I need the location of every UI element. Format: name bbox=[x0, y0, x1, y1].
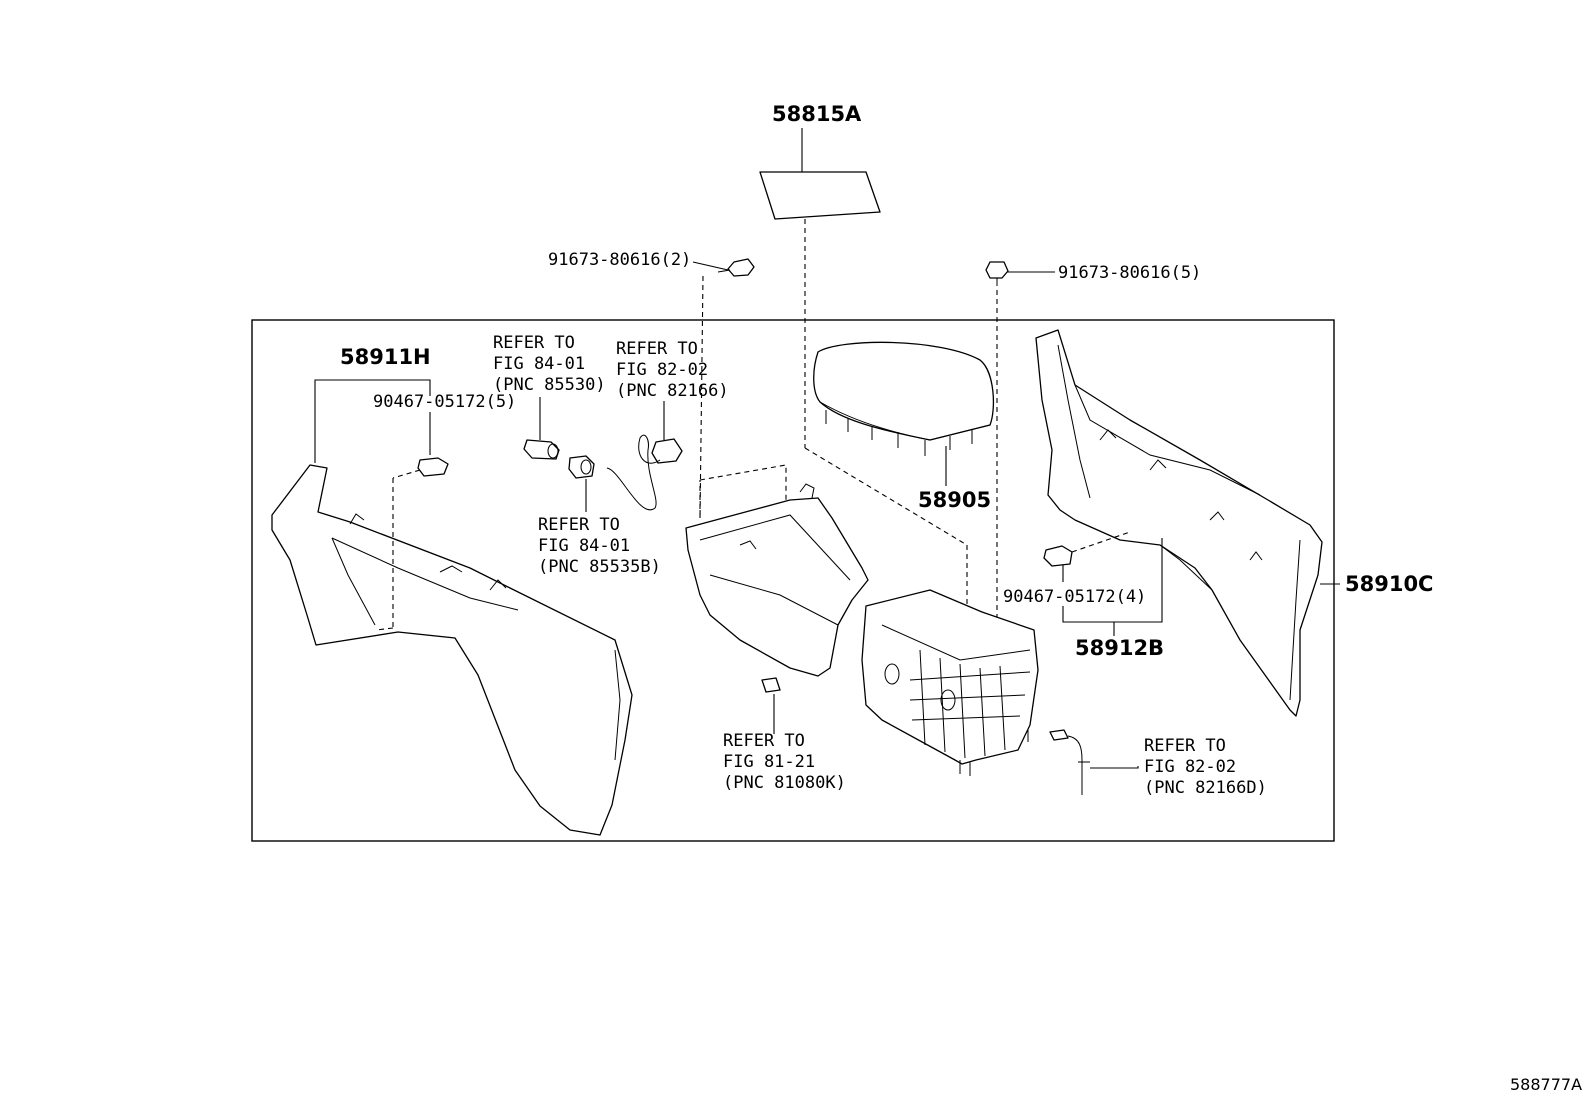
label-58910C: 58910C bbox=[1345, 572, 1433, 596]
refer-bracket-2: FIG 81-21 bbox=[723, 752, 815, 772]
part-bolt-left: 91673-80616(2) bbox=[548, 250, 755, 519]
refer-socket-lower-1: REFER TO bbox=[538, 515, 620, 535]
refer-wire-lower-2: FIG 82-02 bbox=[1144, 757, 1236, 777]
refer-socket-upper-3: (PNC 85530) bbox=[493, 375, 606, 395]
refer-socket-upper-1: REFER TO bbox=[493, 333, 575, 353]
drawing-code: 588777A bbox=[1510, 1075, 1582, 1094]
label-58815A: 58815A bbox=[772, 102, 862, 126]
part-panel-right-58910C: 58910C bbox=[1035, 329, 1433, 717]
refer-wire-lower-3: (PNC 82166D) bbox=[1144, 778, 1267, 798]
part-wire-upper: REFER TO FIG 82-02 (PNC 82166) bbox=[606, 339, 729, 511]
part-panel-left-58911H: 58911H bbox=[271, 345, 633, 836]
assembly-frame bbox=[251, 319, 1335, 842]
part-socket-upper: REFER TO FIG 84-01 (PNC 85530) bbox=[493, 333, 606, 460]
label-58905: 58905 bbox=[918, 488, 991, 512]
part-armrest-58905: 58905 bbox=[813, 341, 995, 512]
refer-wire-upper-1: REFER TO bbox=[616, 339, 698, 359]
label-58912B: 58912B bbox=[1075, 636, 1164, 660]
bolt-right-icon bbox=[985, 261, 1009, 279]
refer-wire-upper-3: (PNC 82166) bbox=[616, 381, 729, 401]
part-console-box bbox=[685, 464, 1039, 776]
part-wire-lower: REFER TO FIG 82-02 (PNC 82166D) bbox=[1049, 729, 1267, 798]
refer-bracket-3: (PNC 81080K) bbox=[723, 773, 846, 793]
part-bracket: REFER TO FIG 81-21 (PNC 81080K) bbox=[723, 677, 846, 793]
refer-socket-lower-3: (PNC 85535B) bbox=[538, 557, 661, 577]
bolt-left-icon bbox=[727, 258, 755, 277]
part-clip-left: 90467-05172(5) bbox=[373, 392, 516, 479]
refer-wire-lower-1: REFER TO bbox=[1144, 736, 1226, 756]
refer-bracket-1: REFER TO bbox=[723, 731, 805, 751]
label-58911H: 58911H bbox=[340, 345, 431, 369]
label-bolt-right: 91673-80616(5) bbox=[1058, 263, 1201, 283]
refer-wire-upper-2: FIG 82-02 bbox=[616, 360, 708, 380]
part-mat-58815A: 58815A bbox=[759, 102, 968, 615]
socket-upper-icon bbox=[523, 439, 560, 460]
bracket-icon bbox=[761, 677, 781, 693]
label-clip-right: 90467-05172(4) bbox=[1003, 587, 1146, 607]
clip-right-icon bbox=[1043, 545, 1073, 567]
refer-socket-upper-2: FIG 84-01 bbox=[493, 354, 585, 374]
part-socket-lower: REFER TO FIG 84-01 (PNC 85535B) bbox=[538, 455, 661, 577]
part-clip-right: 90467-05172(4) 58912B bbox=[1003, 531, 1164, 660]
clip-left-icon bbox=[417, 457, 449, 477]
label-bolt-left: 91673-80616(2) bbox=[548, 250, 691, 270]
part-bolt-right: 91673-80616(5) bbox=[985, 261, 1201, 700]
label-clip-left: 90467-05172(5) bbox=[373, 392, 516, 412]
refer-socket-lower-2: FIG 84-01 bbox=[538, 536, 630, 556]
